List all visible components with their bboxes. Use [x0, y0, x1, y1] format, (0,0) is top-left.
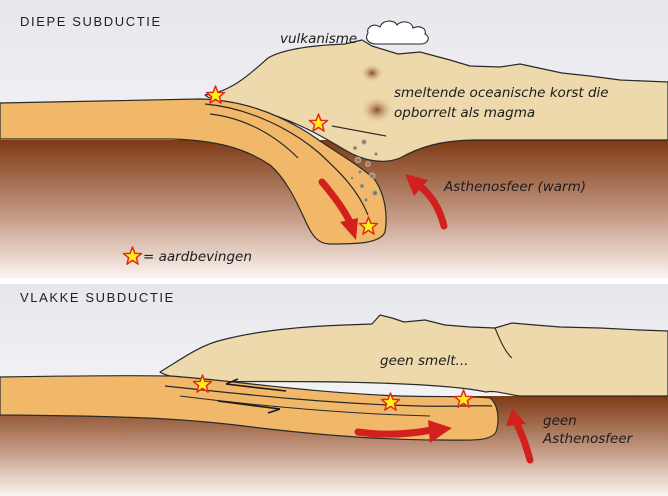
panel-divider — [0, 278, 668, 284]
arrow-icon — [318, 178, 354, 226]
arrow-icon — [340, 218, 358, 240]
panel-flat — [0, 284, 668, 496]
no-asthenosphere-label-line1: geen — [543, 413, 577, 429]
cloud-icon — [366, 20, 429, 45]
slab-fault-line — [164, 385, 493, 407]
asthenosphere-label: Asthenosfeer (warm) — [444, 179, 587, 195]
crust-line — [494, 327, 513, 359]
oceanic-slab — [0, 98, 387, 245]
crust-line — [331, 125, 387, 137]
panel-deep — [0, 0, 668, 278]
panel-title-flat: VLAKKE SUBDUCTIE — [20, 290, 175, 305]
volcanism-label: vulkanisme — [280, 31, 358, 47]
magma-blob — [360, 63, 384, 83]
no-asthenosphere-label-line2: Asthenosfeer — [543, 431, 633, 447]
panel-title-deep: DIEPE SUBDUCTIE — [20, 14, 162, 29]
arrow-icon — [416, 182, 448, 230]
slab-fault-line — [209, 113, 299, 159]
arrow-icon — [354, 426, 436, 438]
earthquake-legend: = aardbevingen — [143, 249, 252, 265]
magma-blob — [360, 96, 394, 124]
oceanic-slab — [0, 374, 499, 441]
slab-fault-line — [204, 103, 369, 216]
fault-motion-arrows — [217, 378, 287, 414]
arrow-icon — [428, 420, 452, 443]
slab-fault-line — [179, 395, 431, 417]
arrow-icon — [405, 174, 428, 196]
magma-bubbles — [350, 138, 379, 203]
no-melt-label: geen smelt... — [380, 353, 469, 369]
arrow-icon — [506, 408, 526, 426]
melting-crust-label-line1: smeltende oceanische korst die — [394, 85, 609, 101]
continental-plate — [159, 314, 668, 397]
melting-crust-label-line2: opborrelt als magma — [394, 105, 536, 121]
